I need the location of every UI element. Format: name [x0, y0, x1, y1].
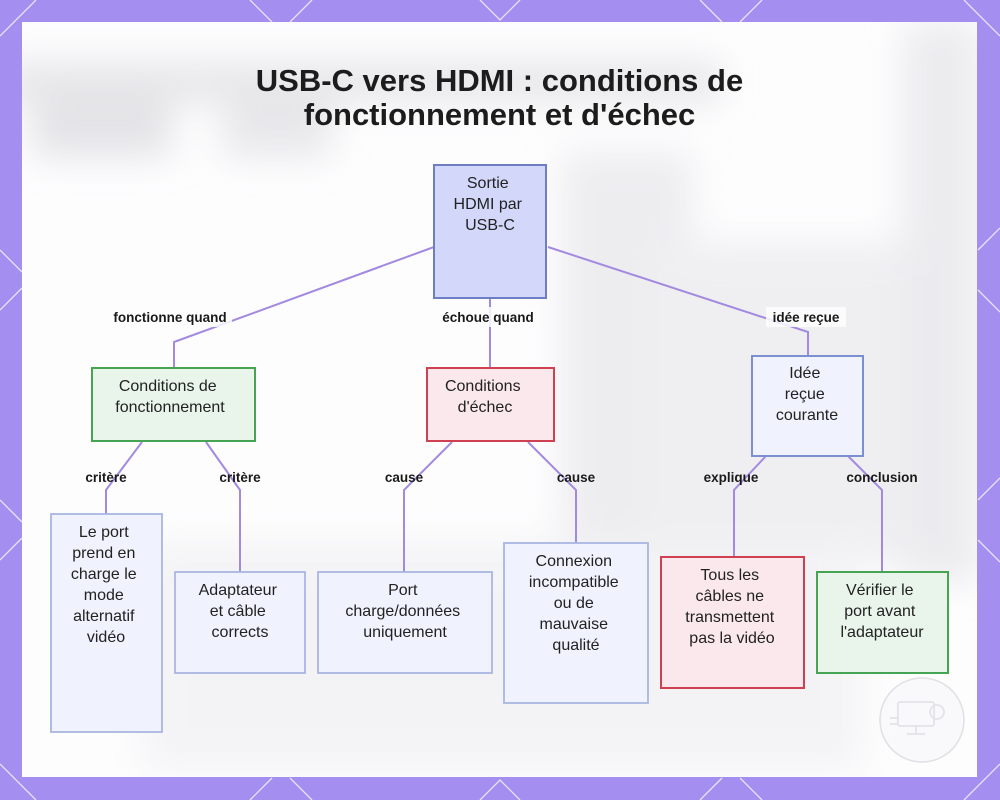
node-port-alt-line-6: vidéo [87, 629, 125, 646]
node-root-line-3: USB-C [465, 217, 515, 234]
node-port-alt-line-1: Le port [79, 524, 129, 541]
node-port-data-line-2: charge/données [345, 603, 460, 620]
svg-text:Vérifier le port ava: Vérifier le port avant l'adaptateur [840, 582, 924, 641]
node-myth-line-3: courante [776, 407, 838, 424]
node-root[interactable]: Sortie HDMI par USB-C [434, 165, 546, 298]
node-root-line-2: HDMI par [454, 196, 523, 213]
edge-label-works-when: fonctionne quand [113, 310, 226, 325]
node-root-line-1: Sortie [467, 175, 509, 192]
node-verify-line-1: Vérifier le [846, 582, 914, 599]
node-connection[interactable]: Connexion incompatible ou de mauvaise qu… [504, 543, 648, 703]
node-adapter[interactable]: Adaptateur et câble corrects [175, 572, 305, 673]
edge-fails-connection [528, 442, 576, 543]
node-verify-line-3: l'adaptateur [840, 624, 924, 641]
edge-label-criterion-1: critère [85, 470, 127, 485]
node-port-data-only[interactable]: Port charge/données uniquement [318, 572, 492, 673]
node-myth-line-1: Idée [789, 365, 820, 382]
diagram-card: USB-C vers HDMI : conditions de fonction… [22, 22, 977, 777]
edge-label-explains: explique [704, 470, 759, 485]
node-connection-line-3: ou de [554, 595, 594, 612]
node-all-cables-line-1: Tous les [700, 567, 759, 584]
node-port-alt-line-5: alternatif [73, 608, 135, 625]
node-port-alt-line-3: charge le [71, 566, 137, 583]
node-myth-line-2: reçue [785, 386, 825, 403]
edge-root-myth [548, 247, 808, 356]
edge-fails-portdata [404, 442, 452, 572]
node-fails[interactable]: Conditions d'échec [427, 368, 554, 441]
edge-label-myth: idée reçue [773, 310, 840, 325]
edge-label-fails-when: échoue quand [442, 310, 534, 325]
node-all-cables[interactable]: Tous les câbles ne transmettent pas la v… [661, 557, 804, 688]
monitor-cable-icon [880, 678, 964, 762]
edge-label-cause-1: cause [385, 470, 424, 485]
edge-works-adapter [206, 442, 240, 572]
node-works-line-2: fonctionnement [115, 399, 225, 416]
node-adapter-line-3: corrects [212, 624, 269, 641]
node-adapter-line-1: Adaptateur [199, 582, 278, 599]
node-connection-line-5: qualité [552, 637, 599, 654]
node-verify-line-2: port avant [844, 603, 916, 620]
node-adapter-line-2: et câble [210, 603, 266, 620]
edge-label-cause-2: cause [557, 470, 596, 485]
node-works[interactable]: Conditions de fonctionnement [92, 368, 255, 441]
node-connection-line-4: mauvaise [540, 616, 609, 633]
edge-label-criterion-2: critère [219, 470, 261, 485]
node-port-alt-mode[interactable]: Le port prend en charge le mode alternat… [51, 514, 162, 732]
node-port-alt-line-4: mode [84, 587, 124, 604]
node-all-cables-line-4: pas la vidéo [689, 630, 774, 647]
node-connection-line-2: incompatible [529, 574, 619, 591]
node-fails-line-1: Conditions [445, 378, 521, 395]
edge-label-conclusion: conclusion [846, 470, 917, 485]
node-all-cables-line-2: câbles ne [696, 588, 765, 605]
node-verify[interactable]: Vérifier le port avant l'adaptateur [817, 572, 948, 673]
node-myth[interactable]: Idée reçue courante [752, 356, 863, 456]
node-fails-line-2: d'échec [458, 399, 513, 416]
node-port-data-line-1: Port [388, 582, 418, 599]
nodes: Sortie HDMI par USB-C Conditions de fonc… [51, 165, 948, 732]
node-all-cables-line-3: transmettent [685, 609, 774, 626]
node-port-data-line-3: uniquement [363, 624, 447, 641]
node-works-line-1: Conditions de [119, 378, 217, 395]
node-connection-line-1: Connexion [536, 553, 613, 570]
concept-map: fonctionne quand échoue quand idée reçue… [22, 22, 977, 777]
node-port-alt-line-2: prend en [72, 545, 135, 562]
